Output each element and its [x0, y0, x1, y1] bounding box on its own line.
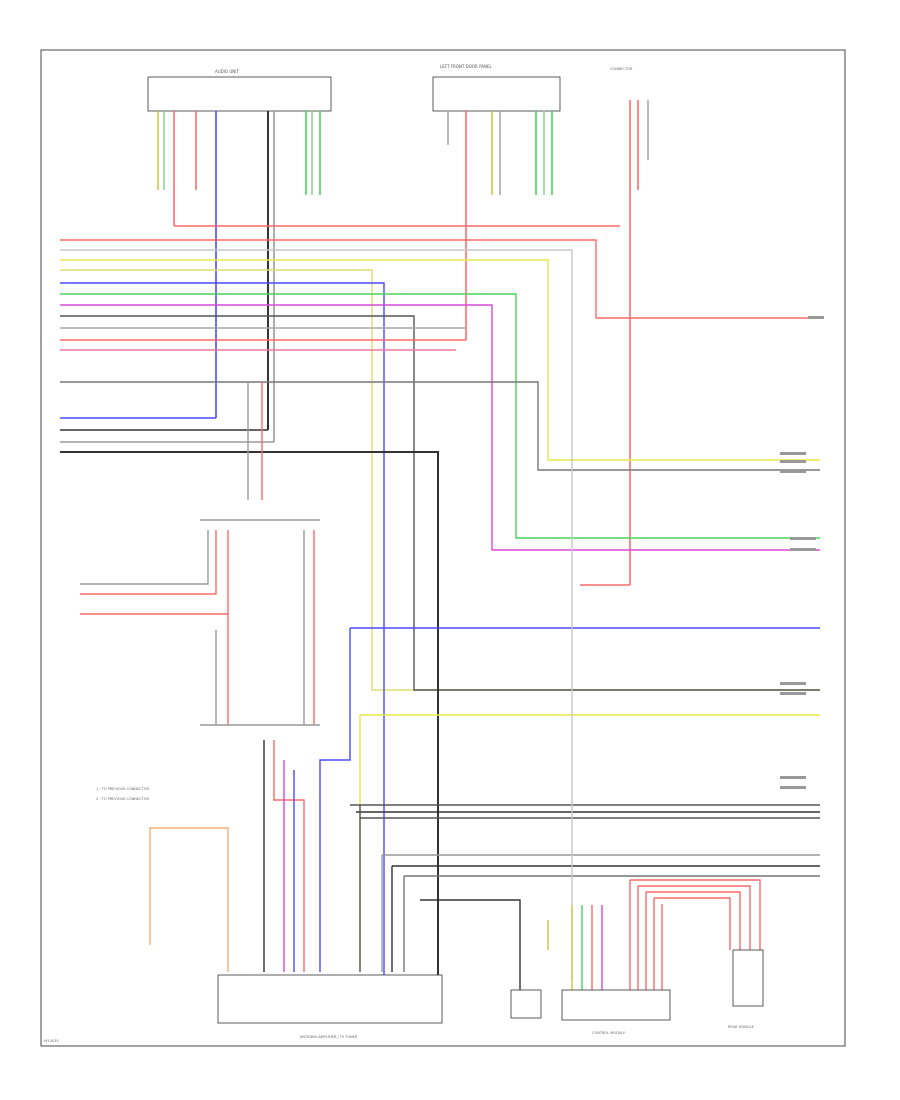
- note-2: 2 : TO PREVIOUS CONNECTOR: [96, 797, 149, 801]
- lower-vertical-wires: [263, 628, 820, 972]
- connector-top-pins: [629, 100, 649, 585]
- audio-unit-pins: [157, 111, 321, 442]
- audio-unit-label: AUDIO UNIT: [215, 69, 239, 74]
- left-front-panel-pins: [447, 111, 553, 340]
- connector-top-label: CONNECTOR: [610, 67, 633, 71]
- left-front-panel-box: [432, 76, 561, 112]
- antenna-amp-label: ANTENNA AMPLIFIER / TV TUNER: [300, 1035, 358, 1039]
- control-module-box: [561, 989, 671, 1021]
- small-component-box: [510, 989, 542, 1019]
- rear-module-box: [732, 949, 764, 1007]
- mid-right-wires: [350, 445, 820, 980]
- diagram-frame: [40, 49, 846, 1047]
- note-1: 1 : TO PREVIOUS CONNECTOR: [96, 787, 149, 791]
- antenna-amp-box: [217, 974, 443, 1024]
- audio-unit-box: [147, 76, 332, 112]
- wire-bus: [60, 225, 820, 1000]
- right-terminal-labels: [780, 316, 824, 789]
- control-module-label: CONTROL MODULE: [592, 1031, 625, 1035]
- control-module-wires: [420, 879, 761, 990]
- bottom-left-wire: [149, 827, 229, 972]
- left-front-panel-label: LEFT FRONT DOOR PANEL: [440, 64, 492, 69]
- rear-module-label: REAR MODULE: [728, 1025, 754, 1029]
- footer-code: W14039: [44, 1039, 59, 1043]
- middle-block-wires: [80, 382, 320, 726]
